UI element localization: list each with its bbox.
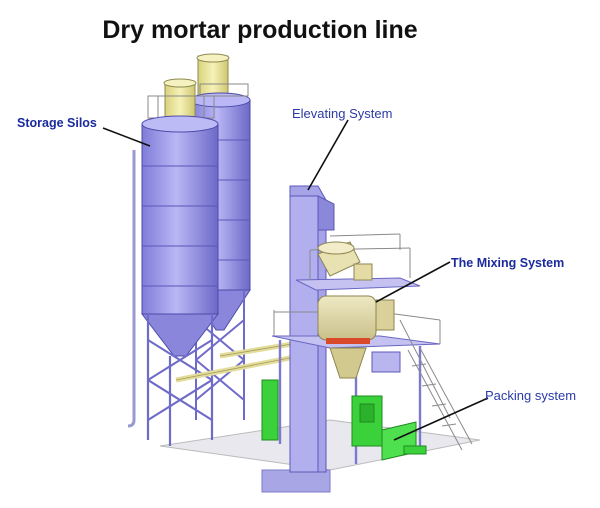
label-storage-silos: Storage Silos xyxy=(17,116,97,130)
stairs xyxy=(399,319,473,451)
label-mixing-system: The Mixing System xyxy=(451,256,565,270)
label-packing-system: Packing system xyxy=(485,388,577,403)
label-elevating-system: Elevating System xyxy=(292,106,393,121)
bucket-elevator xyxy=(289,185,335,473)
diagram-title: Dry mortar production line xyxy=(102,16,418,44)
mixer-unit xyxy=(317,241,401,379)
silo-front xyxy=(127,78,220,446)
callout-leaders xyxy=(102,119,489,441)
packing-machine xyxy=(261,379,427,461)
